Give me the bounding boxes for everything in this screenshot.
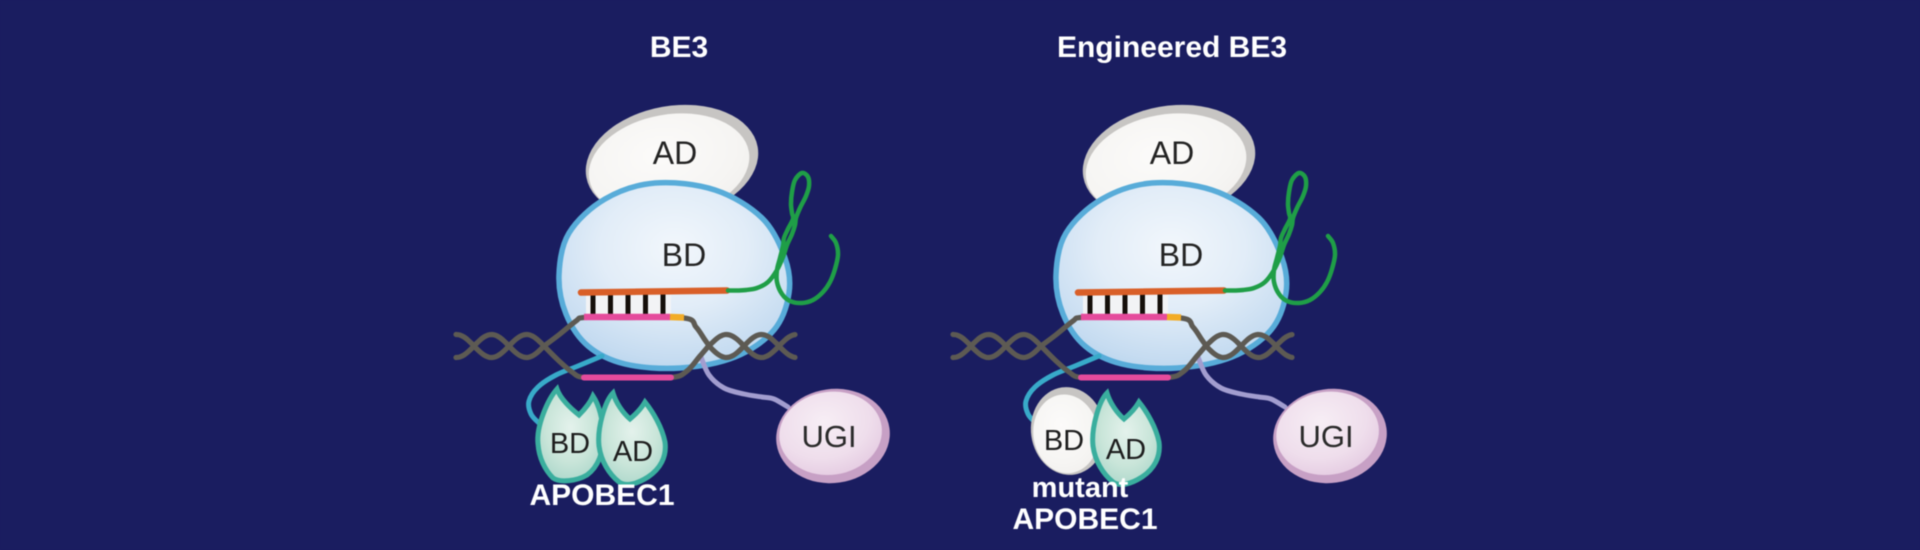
svg-text:APOBEC1: APOBEC1: [1012, 503, 1157, 536]
svg-text:AD: AD: [1150, 135, 1194, 171]
svg-text:AD: AD: [613, 436, 653, 468]
svg-text:AD: AD: [1106, 434, 1146, 466]
svg-text:BE3: BE3: [650, 31, 708, 64]
svg-text:UGI: UGI: [1298, 419, 1353, 454]
svg-text:AD: AD: [653, 135, 697, 171]
svg-text:BD: BD: [1159, 237, 1203, 273]
svg-text:mutant: mutant: [1032, 472, 1129, 504]
svg-text:BD: BD: [662, 237, 706, 273]
svg-text:APOBEC1: APOBEC1: [529, 479, 674, 512]
svg-text:UGI: UGI: [801, 419, 856, 454]
svg-text:BD: BD: [550, 428, 590, 460]
svg-text:Engineered BE3: Engineered BE3: [1057, 31, 1287, 64]
svg-text:BD: BD: [1044, 425, 1084, 457]
